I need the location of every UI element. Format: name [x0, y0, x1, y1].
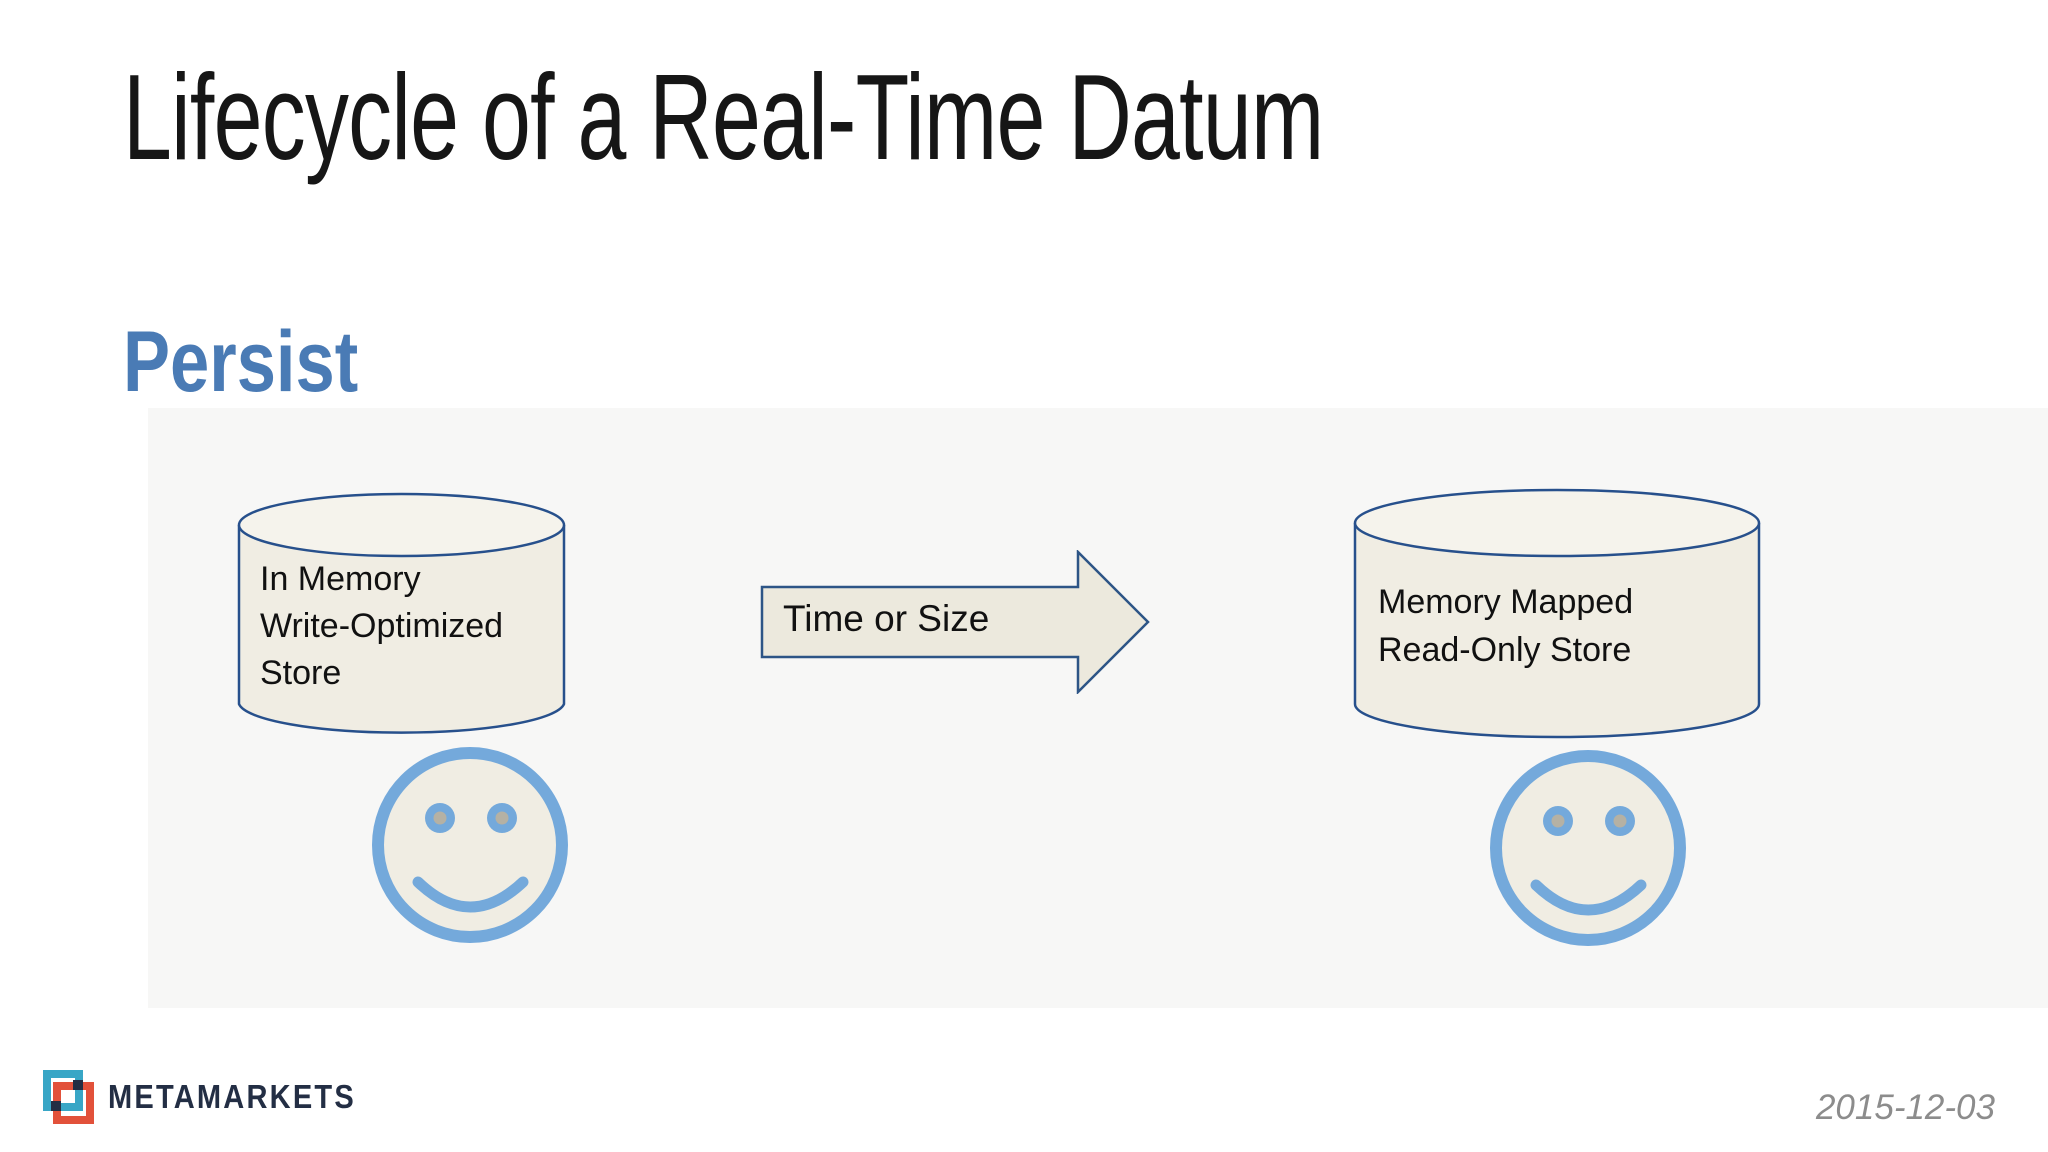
database-cylinder-icon	[237, 492, 566, 734]
smiley-face-icon	[372, 747, 568, 943]
right-store-label-line: Memory Mapped	[1378, 583, 1634, 621]
database-cylinder-icon	[1353, 488, 1761, 739]
right-store-label: Memory Mapped Read-Only Store	[1378, 578, 1633, 674]
smiley-face-icon	[1490, 750, 1686, 946]
arrow-label: Time or Size	[783, 598, 990, 639]
metamarkets-logo: METAMARKETS	[40, 1066, 390, 1128]
metamarkets-logo-icon	[43, 1070, 94, 1124]
left-store-label-line: Store	[260, 654, 342, 692]
slide-title: Lifecycle of a Real-Time Datum	[123, 49, 1324, 185]
right-store-label-line: Read-Only Store	[1378, 631, 1632, 669]
left-store-label: In Memory Write-Optimized Store	[260, 556, 503, 697]
left-store-label-line: Write-Optimized	[260, 607, 504, 645]
section-heading: Persist	[123, 314, 359, 410]
right-arrow-icon	[760, 550, 1150, 694]
left-store-label-line: In Memory	[260, 560, 421, 598]
slide-date: 2015-12-03	[1815, 1088, 1995, 1127]
metamarkets-logo-text: METAMARKETS	[108, 1078, 356, 1115]
